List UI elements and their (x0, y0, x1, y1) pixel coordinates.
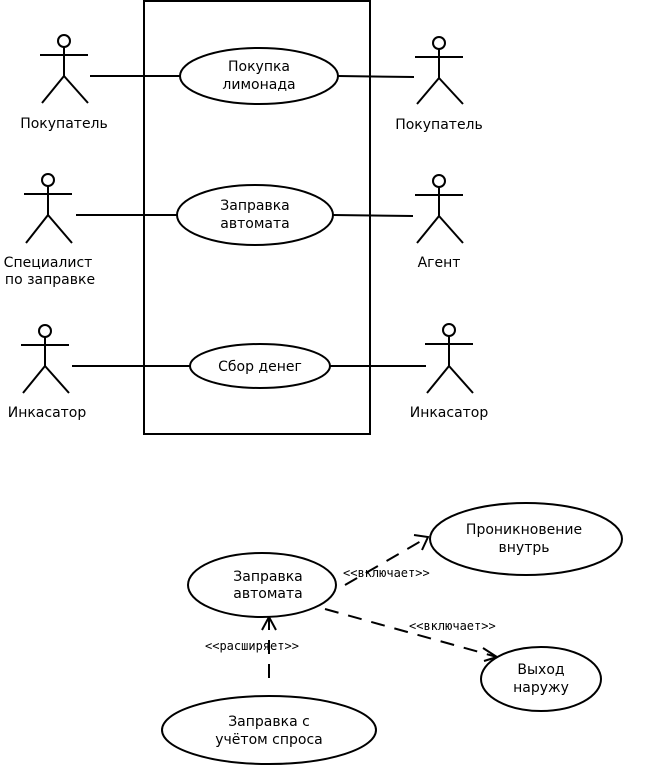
actor-buyer-right-label: Покупатель (395, 117, 483, 133)
svg-text:автомата: автомата (233, 586, 302, 602)
actor-refiller-label-line1: Специалист (4, 255, 93, 271)
include-label-2: <<включает>> (409, 619, 496, 633)
actor-collector-right-icon (425, 323, 474, 394)
svg-text:внутрь: внутрь (499, 540, 550, 556)
svg-text:учётом спроса: учётом спроса (215, 732, 322, 748)
use-case-buy: Покупка лимонада (179, 47, 339, 105)
svg-text:лимонада: лимонада (222, 77, 295, 93)
actor-agent-label: Агент (418, 255, 461, 271)
actor-buyer-left-label: Покупатель (20, 116, 108, 132)
svg-text:Покупка: Покупка (228, 59, 290, 75)
actor-buyer-right-icon (415, 36, 464, 105)
use-case-exit: Выход наружу (480, 646, 602, 712)
svg-text:наружу: наружу (513, 680, 569, 696)
include-arrow-exit (324, 608, 500, 662)
association-agent (332, 214, 414, 217)
use-case-demand-refill: Заправка с учётом спроса (161, 695, 377, 765)
use-case-refill-detail: Заправка автомата (187, 552, 337, 618)
use-case-collect: Сбор денег (189, 343, 331, 389)
actor-collector-left-label: Инкасатор (8, 405, 87, 421)
actor-refiller-label-line2: по заправке (5, 272, 95, 288)
use-case-enter: Проникновение внутрь (429, 502, 623, 576)
actor-agent-icon (415, 174, 464, 244)
svg-text:Заправка: Заправка (220, 198, 289, 214)
include-label-1: <<включает>> (343, 566, 430, 580)
actor-collector-left-icon (21, 324, 70, 394)
include-arrow-enter (344, 534, 430, 586)
association-buyer-right (337, 75, 415, 78)
actor-collector-right-label: Инкасатор (410, 405, 489, 421)
svg-text:Заправка: Заправка (233, 569, 302, 585)
actor-buyer-left-icon (40, 34, 89, 104)
svg-text:Заправка с: Заправка с (228, 714, 310, 730)
svg-text:автомата: автомата (220, 216, 289, 232)
svg-text:Выход: Выход (517, 662, 564, 678)
system-boundary (143, 0, 371, 435)
actor-refiller-icon (24, 173, 73, 244)
svg-text:Сбор денег: Сбор денег (218, 359, 302, 375)
svg-text:Проникновение: Проникновение (466, 522, 582, 538)
use-case-refill: Заправка автомата (176, 184, 334, 246)
extend-label: <<расширяет>> (205, 639, 299, 653)
